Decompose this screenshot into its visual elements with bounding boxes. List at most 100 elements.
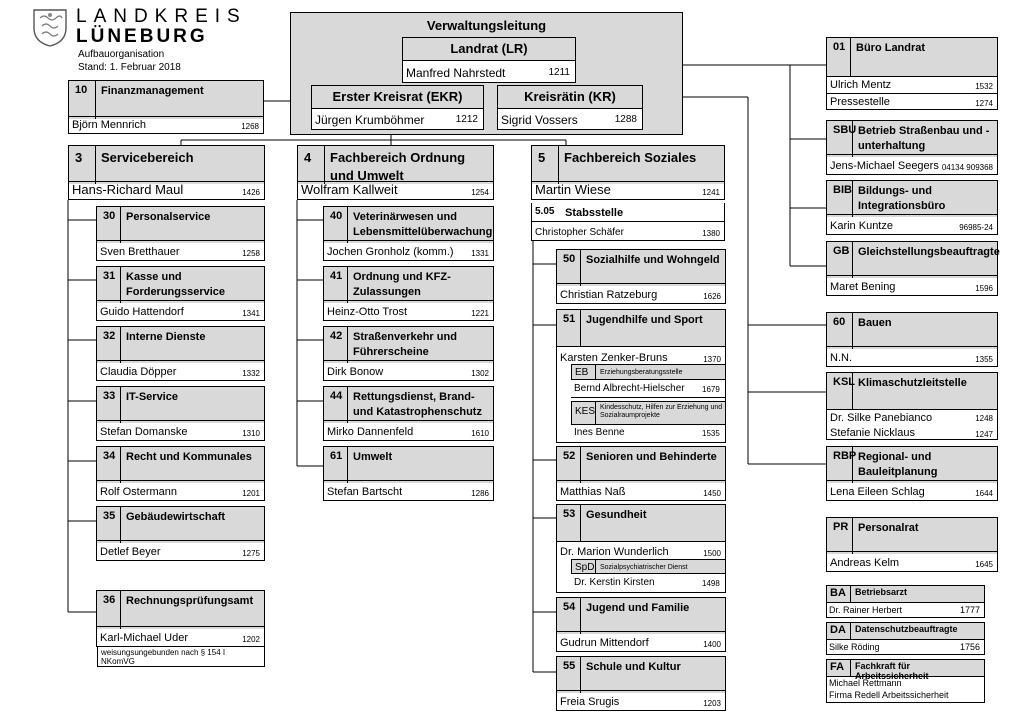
unit-person: Maret Bening — [830, 281, 896, 293]
unit-tel: 96985-24 — [959, 223, 993, 232]
unit-tel: 1274 — [975, 99, 993, 108]
unit-title: Veterinärwesen und Lebensmittelüberwachu… — [353, 211, 493, 238]
subunit-code: SpD — [572, 560, 596, 573]
unit-person: Jochen Gronholz (komm.) — [327, 246, 454, 258]
unit-title: Bauen — [858, 317, 892, 329]
subunit-kes: KES Kindesschutz, Hilfen zur Erziehung u… — [571, 401, 726, 425]
unit-35: 35 Gebäudewirtschaft Detlef Beyer 1275 — [96, 506, 265, 561]
unit-person: Claudia Döpper — [100, 366, 177, 378]
leadership-box: Verwaltungsleitung Landrat (LR) Manfred … — [290, 12, 683, 135]
unit-title: Gebäudewirtschaft — [126, 511, 226, 523]
unit-code: 52 — [557, 447, 581, 483]
unit-person: Guido Hattendorf — [100, 306, 184, 318]
subunit-eb-person: Bernd Albrecht-Hielscher — [574, 383, 685, 394]
unit-tel: 1286 — [471, 489, 489, 498]
unit-code: 55 — [557, 657, 581, 693]
unit-person: Stefan Domanske — [100, 426, 188, 438]
landrat-tel: 1211 — [548, 67, 570, 78]
department-code: 4 — [298, 146, 325, 184]
unit-tel: 1247 — [975, 430, 993, 439]
unit-person: Gudrun Mittendorf — [560, 637, 649, 649]
unit-tel: 1626 — [703, 292, 721, 301]
subunit-kes-tel: 1535 — [702, 429, 720, 438]
kr-name: Sigrid Vossers — [501, 113, 578, 127]
unit-code: 35 — [97, 507, 121, 543]
unit-tel: 1645 — [975, 560, 993, 569]
unit-code: 60 — [827, 313, 853, 349]
unit-tel: 1450 — [703, 489, 721, 498]
subunit-spd-tel: 1498 — [702, 579, 720, 588]
unit-title: Fachkraft für Arbeitssicherheit — [855, 661, 929, 681]
unit-code: 42 — [324, 327, 348, 363]
unit-tel: 1221 — [471, 309, 489, 318]
unit-person: Karin Kuntze — [830, 220, 893, 232]
ekr-tel: 1212 — [455, 114, 478, 125]
unit-code: 51 — [557, 310, 581, 346]
unit-code: 44 — [324, 387, 348, 423]
unit-code: 50 — [557, 250, 581, 286]
unit-person: Christopher Schäfer — [535, 227, 624, 238]
unit-tel: 1370 — [703, 355, 721, 364]
unit-tel: 1258 — [242, 249, 260, 258]
unit-title: Datenschutzbeauftragte — [855, 624, 958, 634]
department-title: Servicebereich — [101, 150, 194, 165]
unit-tel: 1248 — [975, 414, 993, 423]
unit-code: 30 — [97, 207, 121, 243]
unit-code: 61 — [324, 447, 348, 483]
unit-person: Karsten Zenker-Bruns — [560, 352, 668, 364]
unit-code: 40 — [324, 207, 348, 243]
unit-person: Stefan Bartscht — [327, 486, 403, 498]
unit-person: Dirk Bonow — [327, 366, 384, 378]
unit-title: Stabsstelle — [565, 207, 624, 219]
unit-title: Jugendhilfe und Sport — [586, 314, 703, 326]
ekr-name: Jürgen Krumböhmer — [315, 113, 425, 127]
subunit-title: Sozialpsychiatrischer Dienst — [600, 564, 688, 571]
unit-tel: 1341 — [242, 309, 260, 318]
unit-tel: 1610 — [471, 429, 489, 438]
department-tel: 1254 — [471, 188, 489, 197]
unit-title: Büro Landrat — [856, 42, 926, 54]
unit-title: Rettungsdienst, Brand- und Katastrophens… — [353, 391, 482, 418]
unit-code: PR — [827, 518, 853, 554]
unit-code: RBP — [827, 447, 856, 483]
unit-tel: 1310 — [242, 429, 260, 438]
subunit-eb: EB Erziehungsberatungsstelle — [571, 364, 726, 380]
unit-person: Detlef Beyer — [100, 546, 161, 558]
subunit-title: Erziehungsberatungsstelle — [600, 369, 683, 376]
unit-person: Dr. Marion Wunderlich — [560, 546, 669, 558]
unit-code: FA — [827, 660, 851, 676]
unit-tel: 1302 — [471, 369, 489, 378]
unit-person: Silke Röding — [829, 642, 880, 652]
unit-code: 32 — [97, 327, 121, 363]
unit-title: Sozialhilfe und Wohngeld — [586, 254, 720, 266]
unit-code: 33 — [97, 387, 121, 423]
unit-tel: 1275 — [242, 549, 260, 558]
unit-tel: 1380 — [702, 229, 720, 238]
unit-code: 54 — [557, 598, 581, 634]
unit-title: Finanzmanagement — [101, 85, 204, 97]
unit-person: Heinz-Otto Trost — [327, 306, 408, 318]
unit-tel: 1532 — [975, 82, 993, 91]
unit-code: 53 — [557, 505, 581, 541]
unit-person: Ulrich Mentz — [830, 79, 892, 91]
subunit-title: Kindesschutz, Hilfen zur Erziehung und S… — [600, 404, 723, 419]
ekr-title: Erster Kreisrat (EKR) — [312, 86, 483, 109]
